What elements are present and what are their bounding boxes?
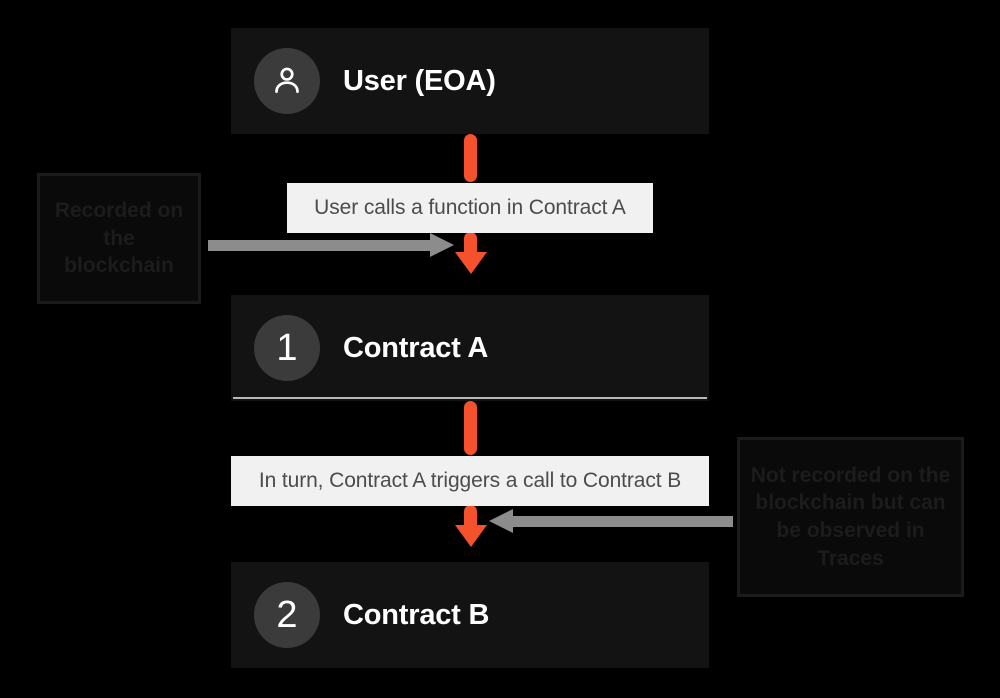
edge-label-contract-a-calls-contract-b: In turn, Contract A triggers a call to C…	[231, 456, 709, 506]
connector-shaft	[208, 240, 432, 251]
flow-arrow-2-stem	[464, 401, 477, 455]
edge-label-user-calls-contract-a: User calls a function in Contract A	[287, 183, 653, 233]
flow-arrow-2-head	[454, 525, 487, 547]
connector-arrowhead	[489, 509, 513, 533]
node-underline	[233, 397, 707, 399]
connector-shaft	[512, 516, 733, 527]
annotation-not-recorded-on-blockchain: Not recorded on the blockchain but can b…	[737, 437, 964, 597]
step-number-badge: 1	[254, 315, 320, 381]
node-contract-a-label: Contract A	[343, 331, 489, 364]
node-contract-a[interactable]: 1 Contract A	[231, 295, 709, 401]
person-icon	[254, 48, 320, 114]
connector-arrowhead	[430, 233, 454, 257]
flow-arrow-1-head	[454, 252, 487, 274]
flow-arrow-1-stem	[464, 134, 477, 182]
annotation-recorded-on-blockchain: Recorded on the blockchain	[37, 173, 201, 304]
flow-arrow-1-shaft	[464, 232, 477, 258]
node-user[interactable]: User (EOA)	[231, 28, 709, 134]
node-user-label: User (EOA)	[343, 64, 496, 97]
node-contract-b-label: Contract B	[343, 598, 490, 631]
flow-arrow-2-shaft	[464, 505, 477, 531]
step-number-badge: 2	[254, 582, 320, 648]
connector-arrow-right	[208, 233, 454, 257]
connector-arrow-left	[489, 509, 733, 533]
node-contract-b[interactable]: 2 Contract B	[231, 562, 709, 668]
